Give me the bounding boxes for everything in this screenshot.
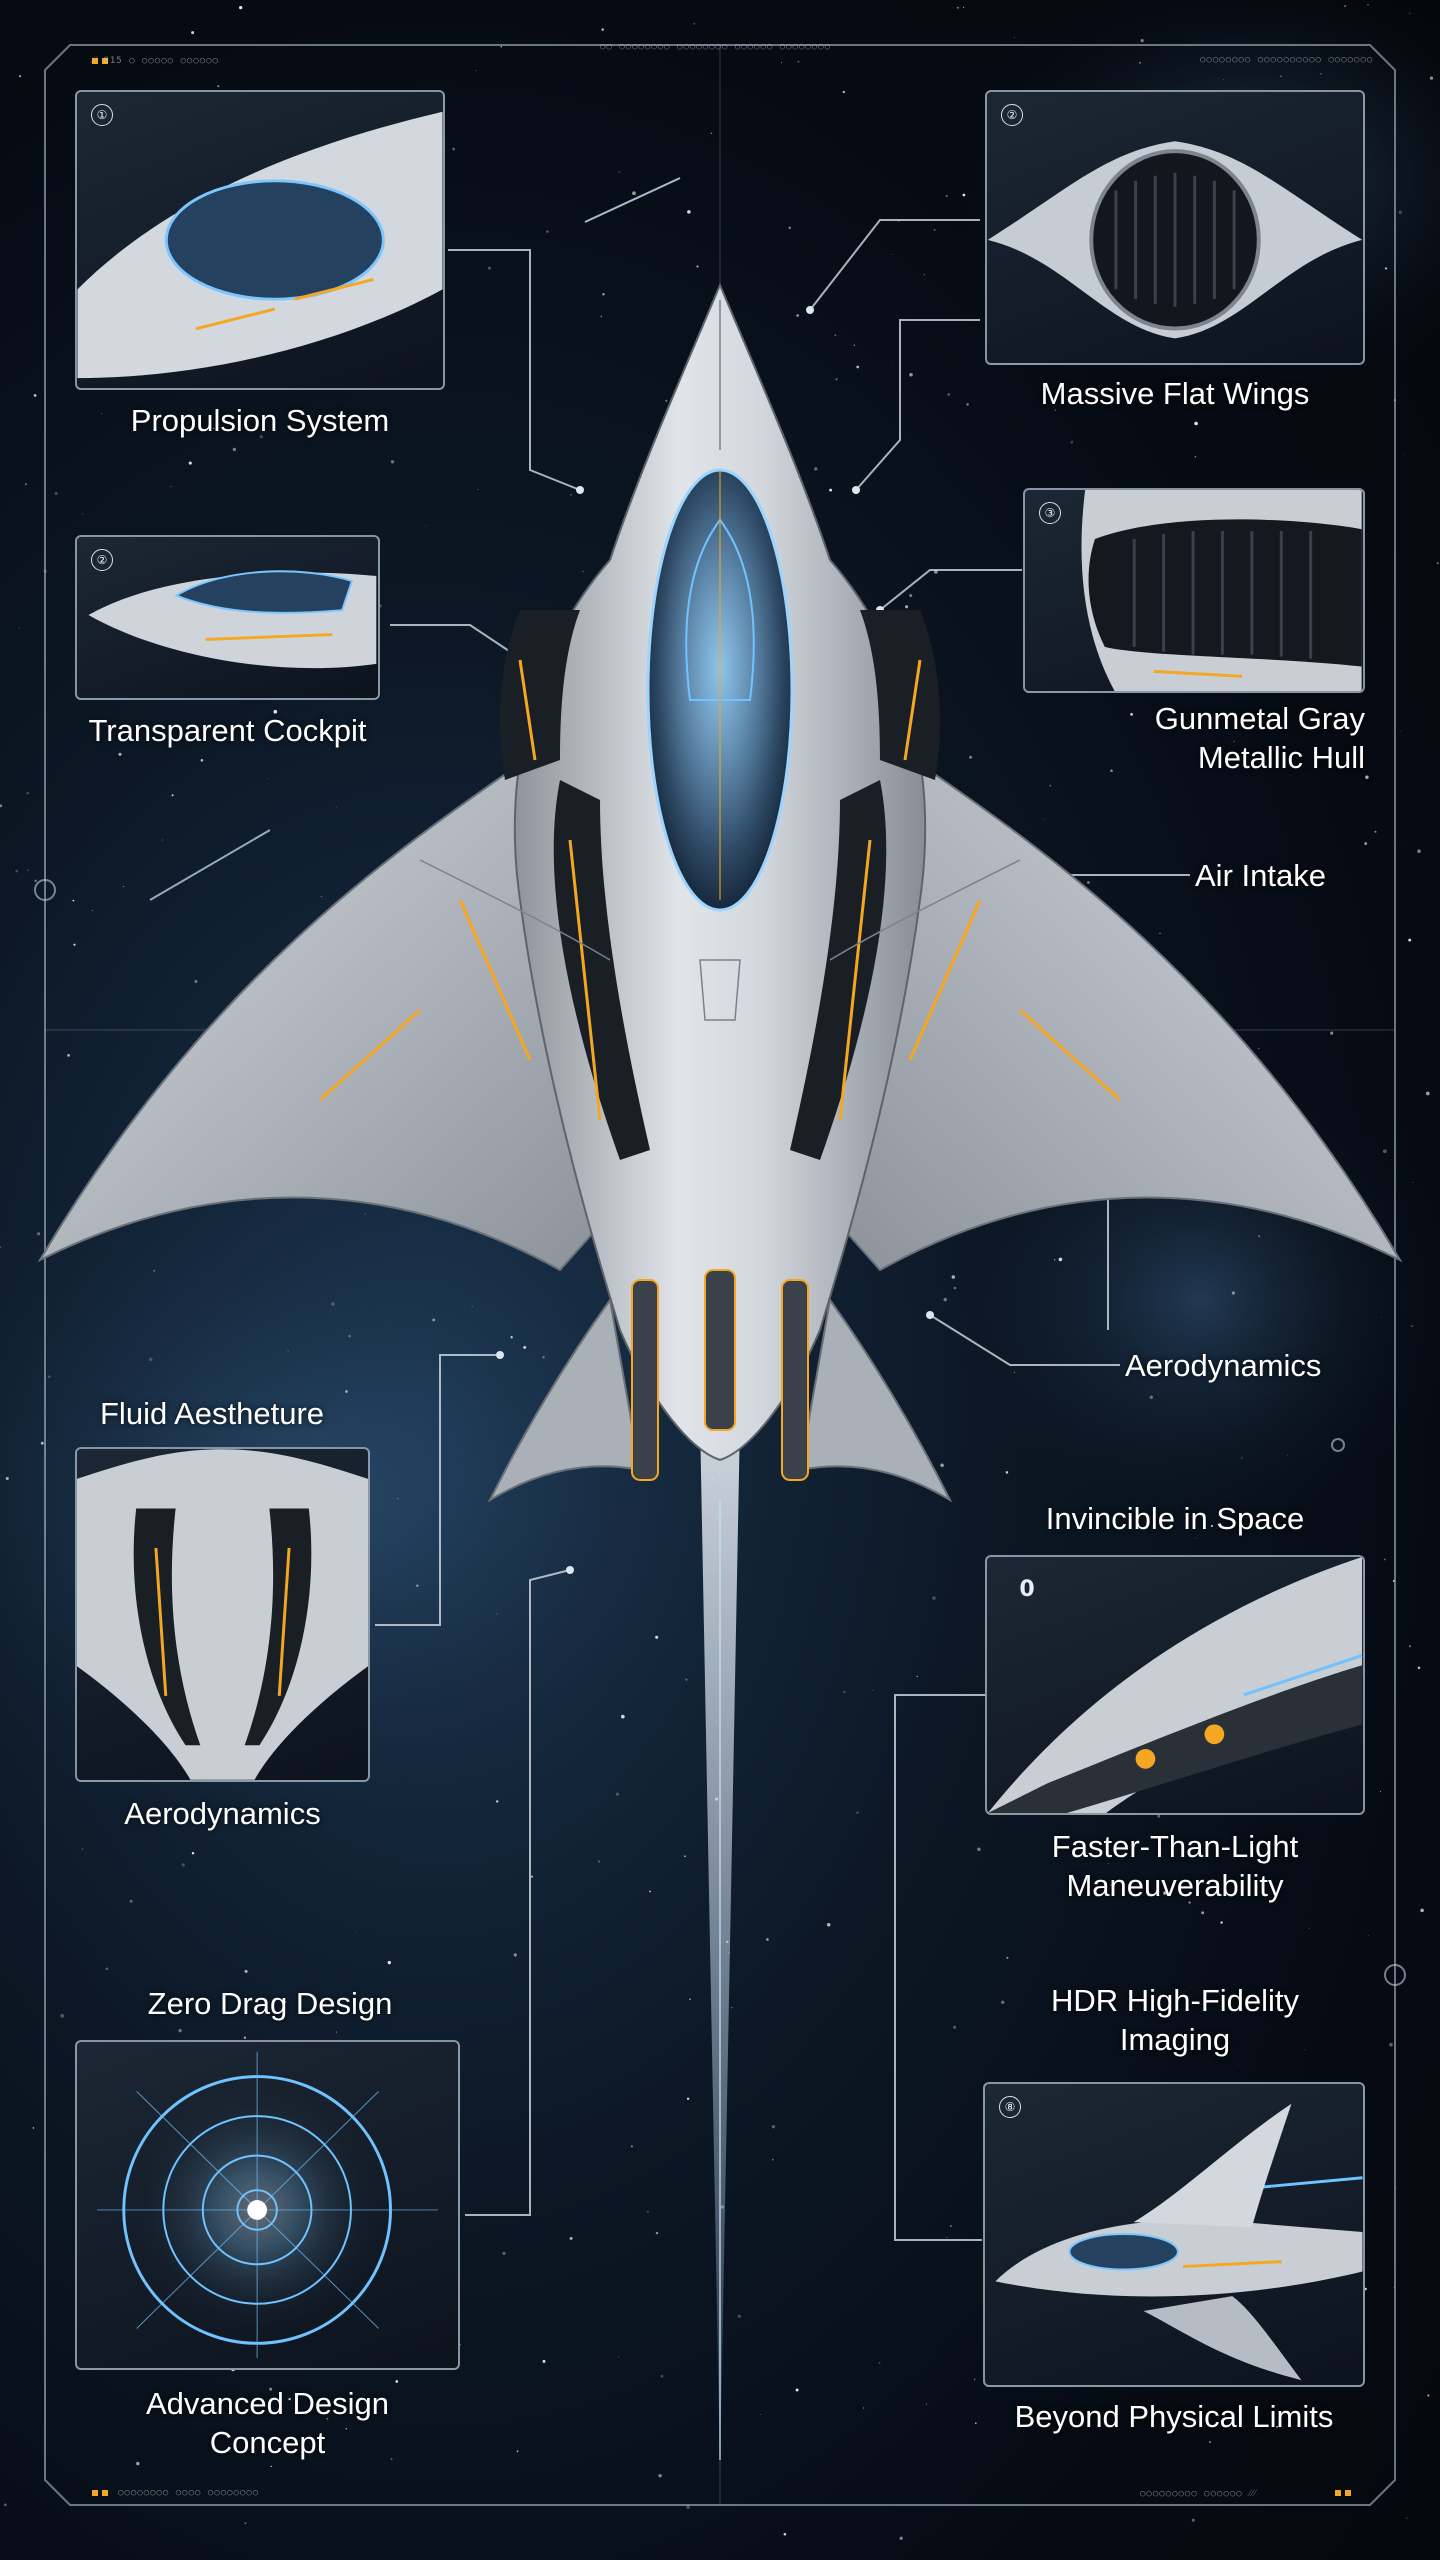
label-advanced-design: Advanced Design Concept	[75, 2385, 460, 2463]
star	[15, 869, 19, 873]
star	[956, 6, 959, 9]
label-gunmetal-line1: Gunmetal Gray	[1154, 701, 1365, 736]
star	[32, 2127, 35, 2129]
star	[1411, 1325, 1413, 1327]
star	[0, 804, 3, 808]
star	[1406, 2517, 1408, 2519]
star	[899, 2536, 903, 2540]
star	[1140, 39, 1144, 43]
star	[1417, 849, 1421, 853]
ftl-detail-image	[987, 1557, 1363, 1813]
star	[1399, 841, 1401, 842]
star	[1398, 210, 1402, 215]
label-ftl-line2: Maneuverability	[1066, 1867, 1284, 1903]
star	[1417, 1666, 1421, 1670]
label-advanced-line1: Advanced Design	[146, 2386, 389, 2421]
star	[1191, 2518, 1195, 2522]
star	[1344, 5, 1347, 8]
label-advanced-line2: Concept	[209, 2424, 326, 2460]
panel-propulsion: ①	[75, 90, 445, 390]
panel-massive-wings: ②	[985, 90, 1365, 365]
cockpit-detail-image	[88, 570, 377, 669]
star	[191, 31, 195, 35]
label-fluid-aestheture: Fluid Aestheture	[100, 1396, 325, 1431]
aerodynamics-detail-image	[77, 1449, 368, 1780]
star	[1412, 1182, 1414, 1184]
propulsion-detail-image	[77, 111, 443, 379]
label-zero-drag: Zero Drag Design	[147, 1986, 393, 2021]
panel-beyond-limits: ⑧	[983, 2082, 1365, 2387]
star	[18, 627, 20, 629]
panel-transparent-cockpit: ②	[75, 535, 380, 700]
ship-side-detail-image	[995, 2103, 1363, 2381]
bottom-right-code: ○○○○○○○○○ ○○○○○○ ⁄⁄⁄	[1140, 2489, 1257, 2499]
label-ftl-line1: Faster-Than-Light	[1051, 1829, 1299, 1864]
star	[693, 23, 695, 25]
panel-aerodynamics	[75, 1447, 370, 1782]
star	[1429, 76, 1434, 80]
label-aerodynamics-right: Aerodynamics	[1125, 1348, 1322, 1383]
star	[783, 2532, 787, 2536]
panel-ftl: 0	[985, 1555, 1365, 1815]
label-massive-wings: Massive Flat Wings	[1040, 376, 1310, 411]
label-transparent-cockpit: Transparent Cockpit	[88, 713, 367, 748]
star	[40, 1441, 44, 1445]
star	[24, 483, 27, 486]
label-ftl: Faster-Than-Light Maneuverability	[985, 1828, 1365, 1906]
star	[1367, 3, 1369, 6]
top-center-code: ○○ ○○○○○○○○ ○○○○○○○○ ○○○○○○ ○○○○○○○○	[600, 42, 832, 52]
star	[942, 19, 943, 21]
star	[1399, 730, 1401, 732]
star	[1420, 1908, 1424, 1913]
star	[1403, 454, 1404, 456]
panel-advanced-design	[75, 2040, 460, 2370]
label-gunmetal-line2: Metallic Hull	[1197, 739, 1365, 775]
label-hdr-line2: Imaging	[1119, 2021, 1231, 2057]
panel-number: ②	[1001, 104, 1023, 126]
star	[1425, 1091, 1430, 1096]
bottom-left-code: ○○○○○○○○ ○○○○ ○○○○○○○○	[118, 2488, 260, 2498]
star	[1409, 12, 1411, 14]
star	[601, 28, 604, 31]
star	[33, 393, 37, 397]
label-hdr: HDR High-Fidelity Imaging	[985, 1982, 1365, 2060]
star	[1427, 2394, 1430, 2397]
star	[423, 2556, 425, 2557]
star	[686, 2505, 690, 2509]
star	[4, 2503, 7, 2507]
star	[36, 1232, 41, 1236]
star	[27, 869, 29, 871]
star	[1408, 938, 1412, 942]
star	[962, 6, 965, 9]
star	[10, 495, 11, 497]
panel-gunmetal-hull: ③	[1023, 488, 1365, 693]
panel-number: ⑧	[999, 2096, 1021, 2118]
hull-detail-image	[1081, 490, 1362, 691]
label-hdr-line1: HDR High-Fidelity	[1050, 1983, 1300, 2018]
label-beyond-limits: Beyond Physical Limits	[1014, 2399, 1334, 2434]
star	[244, 2522, 247, 2525]
star	[0, 1246, 2, 1249]
star	[1408, 1645, 1411, 1648]
wing-intake-detail-image	[987, 141, 1363, 339]
top-right-code: ○○○○○○○○ ○○○○○○○○○○ ○○○○○○○	[1200, 55, 1374, 65]
star	[1013, 36, 1016, 38]
label-gunmetal-hull: Gunmetal Gray Metallic Hull	[1060, 700, 1365, 778]
panel-number: ②	[91, 549, 113, 571]
star	[239, 5, 243, 10]
star	[5, 1476, 9, 1481]
ftl-reticle-icon	[97, 2051, 438, 2359]
star	[1436, 562, 1439, 565]
label-propulsion: Propulsion System	[130, 403, 390, 438]
star	[19, 75, 22, 78]
label-aerodynamics-left: Aerodynamics	[124, 1796, 321, 1831]
panel-number: ③	[1039, 502, 1061, 524]
panel-number: ①	[91, 104, 113, 126]
panel-number: 0	[1019, 1577, 1035, 1602]
label-air-intake: Air Intake	[1195, 858, 1326, 893]
label-invincible: Invincible in Space	[1045, 1501, 1305, 1536]
top-left-code: ⁄⁄ 815 ○ ○○○○○ ○○○○○○	[92, 56, 219, 66]
star	[26, 791, 29, 795]
